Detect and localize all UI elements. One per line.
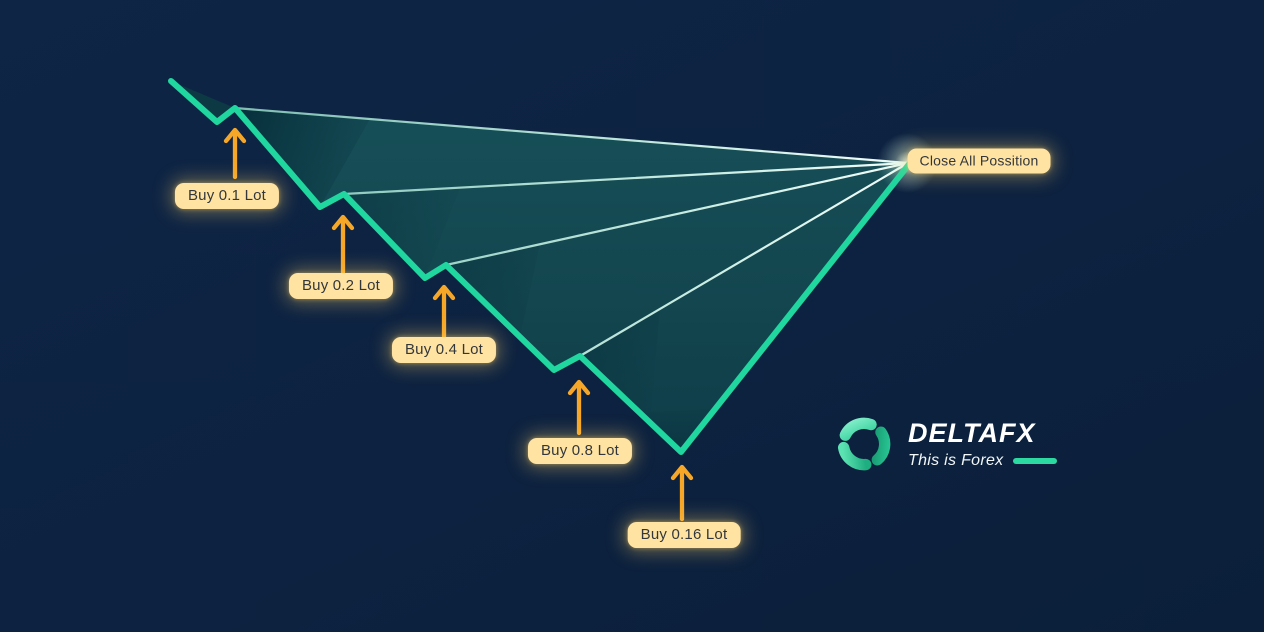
close-line-1 [233, 106, 910, 165]
shadow-wedge-bottom [640, 409, 715, 452]
tagline-underline [1013, 457, 1058, 464]
brand-name: DELTAFX [908, 417, 1036, 448]
buy-arrow-4 [567, 379, 591, 436]
shadow-wedge-2 [344, 188, 460, 278]
close-all-label: Close All Possition [907, 148, 1051, 174]
shadow-wedge-1 [235, 108, 370, 207]
buy-label-2: Buy 0.2 Lot [288, 273, 394, 299]
buy-arrow-1 [223, 127, 247, 180]
deltafx-swirl-icon [833, 413, 895, 475]
brand-logo: DELTAFX This is Forex [833, 413, 1058, 475]
price-path [168, 78, 913, 455]
shadow-wedge-4 [580, 309, 660, 422]
brand-tagline: This is Forex [908, 451, 1004, 469]
buy-arrow-3 [432, 284, 456, 339]
shadow-wedge-3 [446, 244, 540, 337]
close-line-4 [578, 161, 910, 358]
close-line-3 [444, 161, 910, 267]
buy-arrow-2 [331, 214, 355, 275]
buy-label-5: Buy 0.16 Lot [627, 522, 741, 548]
buy-label-3: Buy 0.4 Lot [391, 337, 497, 363]
buy-label-1: Buy 0.1 Lot [174, 183, 280, 209]
buy-arrow-5 [670, 464, 694, 522]
close-line-2 [342, 161, 910, 196]
buy-label-4: Buy 0.8 Lot [527, 438, 633, 464]
